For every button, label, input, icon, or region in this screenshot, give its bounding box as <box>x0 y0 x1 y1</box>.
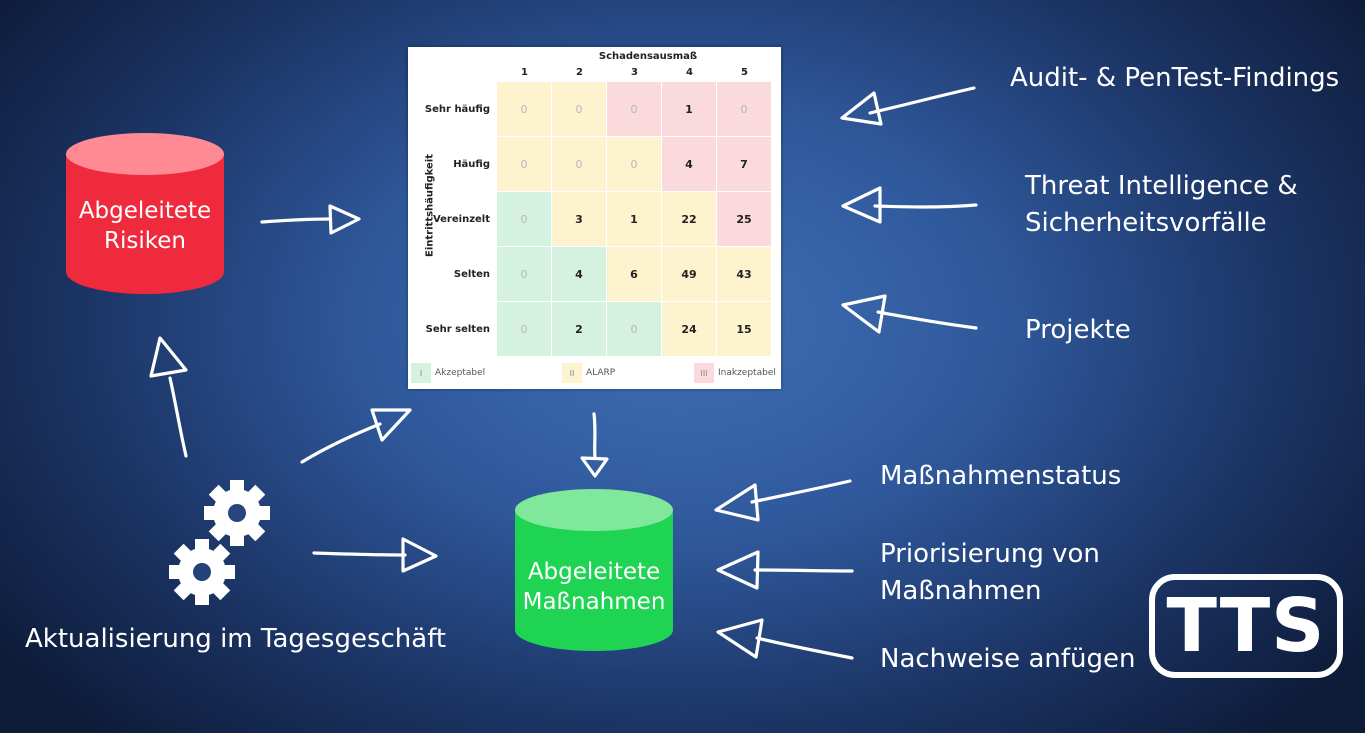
arrow-threat <box>873 203 978 209</box>
matrix-cell: 1 <box>662 82 716 136</box>
arrow-gears-massnahmen <box>312 551 407 557</box>
arrow-threat-head <box>841 186 882 224</box>
risk-matrix: Schadensausmaß 1 2 3 4 5 Eintrittshäufig… <box>408 47 781 389</box>
risiken-label-line1: Abgeleitete <box>78 198 212 224</box>
matrix-cell: 3 <box>552 192 606 246</box>
matrix-cell: 4 <box>552 247 606 301</box>
matrix-cell: 0 <box>552 137 606 191</box>
massnahmen-cylinder: Abgeleitete Maßnahmen <box>514 488 674 653</box>
arrow-risiken <box>260 217 332 224</box>
arrow-matrix-down <box>592 412 597 460</box>
matrix-cell: 0 <box>607 82 661 136</box>
arrow-gears-up <box>168 376 188 458</box>
risiken-cylinder: Abgeleitete Risiken <box>65 132 225 297</box>
matrix-cell: 2 <box>552 302 606 356</box>
arrow-nachweise-head <box>716 618 764 659</box>
matrix-cell: 0 <box>497 82 551 136</box>
matrix-col-5: 5 <box>741 67 748 78</box>
matrix-cell: 4 <box>662 137 716 191</box>
matrix-cell: 1 <box>607 192 661 246</box>
matrix-cell: 7 <box>717 137 771 191</box>
input-nachweise: Nachweise anfügen <box>880 644 1136 674</box>
tts-logo-text: TTS <box>1166 583 1326 669</box>
gears-icon <box>169 480 270 605</box>
arrow-matrix-down-head <box>580 456 609 478</box>
arrow-gears-matrix <box>300 422 382 464</box>
input-threat-line1: Threat Intelligence & <box>1025 171 1298 201</box>
matrix-cell: 49 <box>662 247 716 301</box>
legend-swatch: III <box>694 363 714 383</box>
matrix-cell: 0 <box>607 302 661 356</box>
legend-swatch: II <box>562 363 582 383</box>
input-audit-findings: Audit- & PenTest-Findings <box>1010 63 1340 93</box>
arrow-gears-up-head <box>149 336 188 378</box>
input-threat-line2: Sicherheitsvorfälle <box>1025 208 1267 238</box>
matrix-cell: 0 <box>497 247 551 301</box>
matrix-cell: 43 <box>717 247 771 301</box>
matrix-cell: 0 <box>607 137 661 191</box>
matrix-row-label: Sehr selten <box>425 324 490 335</box>
matrix-row-label: Vereinzelt <box>432 214 490 225</box>
input-projekte: Projekte <box>1025 315 1131 345</box>
input-prio-line2: Maßnahmen <box>880 576 1042 606</box>
legend-label: ALARP <box>586 368 616 378</box>
matrix-cell: 0 <box>497 192 551 246</box>
legend-label: Akzeptabel <box>435 368 486 378</box>
legend-label: Inakzeptabel <box>718 368 776 378</box>
matrix-col-3: 3 <box>631 67 638 78</box>
matrix-cell: 0 <box>717 82 771 136</box>
massnahmen-label-line2: Maßnahmen <box>522 589 666 615</box>
matrix-cell: 15 <box>717 302 771 356</box>
arrow-gears-massnahmen-head <box>401 537 438 573</box>
matrix-row-label: Sehr häufig <box>424 104 490 115</box>
arrow-projekte <box>876 310 978 330</box>
legend-swatch: I <box>411 363 431 383</box>
matrix-cell: 6 <box>607 247 661 301</box>
matrix-cell: 0 <box>497 137 551 191</box>
matrix-cell: 25 <box>717 192 771 246</box>
risiken-label-line2: Risiken <box>104 228 186 254</box>
input-massnahmenstatus: Maßnahmenstatus <box>880 461 1122 491</box>
arrow-status-head <box>714 483 760 522</box>
matrix-cell: 22 <box>662 192 716 246</box>
arrow-prio <box>753 568 854 573</box>
matrix-col-1: 1 <box>521 67 528 78</box>
matrix-x-title: Schadensausmaß <box>598 51 698 62</box>
arrow-prio-head <box>716 550 760 590</box>
matrix-cell: 0 <box>497 302 551 356</box>
cylinder-shape <box>66 133 224 294</box>
legend-item-akzeptabel: I Akzeptabel <box>411 362 485 384</box>
matrix-cell: 0 <box>552 82 606 136</box>
massnahmen-label-line1: Abgeleitete <box>527 559 661 585</box>
input-prio-line1: Priorisierung von <box>880 539 1100 569</box>
matrix-col-2: 2 <box>576 67 583 78</box>
arrow-risiken-head <box>328 204 361 235</box>
arrow-status <box>750 479 852 504</box>
matrix-row-label: Selten <box>453 269 490 280</box>
cylinder-shape <box>515 489 673 651</box>
arrow-gears-matrix-head <box>370 408 412 442</box>
arrow-audit <box>868 86 976 115</box>
matrix-cell: 24 <box>662 302 716 356</box>
legend-item-alarp: II ALARP <box>562 362 615 384</box>
legend-item-inakzeptabel: III Inakzeptabel <box>694 362 776 384</box>
arrow-projekte-head <box>841 294 887 334</box>
arrow-nachweise <box>755 636 854 660</box>
matrix-row-label: Häufig <box>453 159 490 170</box>
gears-label: Aktualisierung im Tagesgeschäft <box>25 624 447 654</box>
matrix-col-4: 4 <box>686 67 693 78</box>
tts-logo: TTS <box>1149 574 1343 678</box>
arrow-audit-head <box>840 91 883 126</box>
